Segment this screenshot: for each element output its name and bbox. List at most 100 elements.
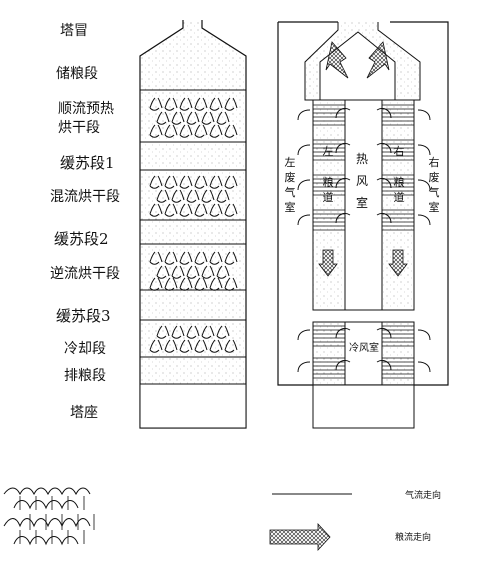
air-duct-icon xyxy=(209,203,223,217)
air-duct-icon xyxy=(194,203,208,217)
airflow-curve xyxy=(376,177,392,189)
airflow-curve xyxy=(297,214,311,226)
air-duct-icon xyxy=(179,203,193,217)
airflow-curve xyxy=(376,327,392,339)
air-duct-icon xyxy=(156,325,170,339)
right-exhaust-chamber-label: 右废气室 xyxy=(428,156,440,214)
air-duct-icon xyxy=(186,265,200,279)
airflow-curve xyxy=(297,361,311,373)
airflow-curve xyxy=(297,109,311,121)
preheat-ducts xyxy=(149,97,238,138)
air-duct-icon xyxy=(149,124,163,138)
air-duct-icon xyxy=(179,251,193,265)
label-co-flow-preheat-line1: 顺流预热 xyxy=(58,101,114,117)
airflow-curve xyxy=(417,144,431,156)
counter-flow-ducts xyxy=(149,251,238,291)
cooling-ducts xyxy=(149,325,238,353)
label-storage: 储粮段 xyxy=(56,66,98,82)
airflow-curve xyxy=(335,107,351,119)
air-duct-icon xyxy=(224,124,238,138)
label-co-flow-preheat-line2: 烘干段 xyxy=(58,120,100,136)
air-duct-icon xyxy=(194,251,208,265)
grain-pile-sample xyxy=(3,487,95,546)
label-counter-flow: 逆流烘干段 xyxy=(50,266,120,282)
airflow-curve xyxy=(417,214,431,226)
air-duct-icon xyxy=(194,339,208,353)
air-duct-icon xyxy=(216,189,230,203)
airflow-curve xyxy=(335,177,351,189)
air-duct-icon xyxy=(179,124,193,138)
airflow-curve xyxy=(417,109,431,121)
airflow-curve xyxy=(417,329,431,341)
airflow-curve xyxy=(335,327,351,339)
airflow-curve xyxy=(297,179,311,191)
left-exhaust-chamber-label: 左废气室 xyxy=(284,156,296,214)
air-duct-icon xyxy=(149,203,163,217)
air-duct-icon xyxy=(224,175,238,189)
airflow-curve xyxy=(376,212,392,224)
air-duct-icon xyxy=(156,111,170,125)
airflow-curve xyxy=(417,179,431,191)
air-duct-icon xyxy=(194,124,208,138)
air-duct-icon xyxy=(209,277,223,291)
air-duct-icon xyxy=(179,175,193,189)
cold-air-chamber-label: 冷风室 xyxy=(349,343,379,354)
legend xyxy=(3,487,352,552)
air-duct-icon xyxy=(224,339,238,353)
grain-inlet-arrow-right xyxy=(366,41,390,79)
air-duct-icon xyxy=(209,251,223,265)
air-duct-icon xyxy=(179,339,193,353)
air-duct-icon xyxy=(164,251,178,265)
air-duct-icon xyxy=(149,339,163,353)
air-duct-icon xyxy=(216,325,230,339)
air-duct-icon xyxy=(156,189,170,203)
air-duct-icon xyxy=(209,175,223,189)
left-grain-channel-marker: 左 xyxy=(322,145,334,158)
air-duct-icon xyxy=(179,97,193,111)
air-duct-icon xyxy=(186,111,200,125)
air-duct-icon xyxy=(216,111,230,125)
label-mixed-flow: 混流烘干段 xyxy=(50,189,120,205)
airflow-curve xyxy=(417,361,431,373)
air-duct-icon xyxy=(171,189,185,203)
grain-inlet-arrow-left xyxy=(325,41,349,79)
air-duct-icon xyxy=(224,203,238,217)
airflow-curve xyxy=(297,144,311,156)
airflow-curve xyxy=(335,212,351,224)
grainflow-legend-arrow xyxy=(269,522,331,552)
air-duct-icon xyxy=(164,277,178,291)
air-duct-icon xyxy=(164,124,178,138)
right-grain-channel-marker: 右 xyxy=(393,145,405,158)
label-base: 塔座 xyxy=(70,405,98,421)
air-duct-icon xyxy=(209,97,223,111)
right-grain-channel-label: 粮道 xyxy=(393,176,405,204)
air-duct-icon xyxy=(224,277,238,291)
air-duct-icon xyxy=(201,111,215,125)
air-duct-icon xyxy=(186,189,200,203)
air-duct-icon xyxy=(209,124,223,138)
air-duct-icon xyxy=(186,325,200,339)
airflow-curve xyxy=(335,142,351,154)
air-duct-icon xyxy=(179,277,193,291)
label-buffer-3: 缓苏段3 xyxy=(56,307,111,325)
label-tower-cap: 塔冒 xyxy=(60,23,88,39)
air-duct-icon xyxy=(149,97,163,111)
left-grain-channel-label: 粮道 xyxy=(322,176,334,204)
air-duct-icon xyxy=(201,189,215,203)
air-duct-icon xyxy=(164,339,178,353)
airflow-curve xyxy=(297,329,311,341)
air-duct-icon xyxy=(201,265,215,279)
airflow-curve xyxy=(376,107,392,119)
label-co-flow-preheat: 顺流预热 烘干段 xyxy=(58,100,114,138)
air-duct-icon xyxy=(164,175,178,189)
right-airflow-ducts xyxy=(297,104,431,379)
air-duct-icon xyxy=(171,111,185,125)
air-duct-icon xyxy=(224,97,238,111)
air-duct-icon xyxy=(194,277,208,291)
airflow-curve xyxy=(376,359,392,371)
air-duct-icon xyxy=(156,265,170,279)
airflow-legend-label: 气流走向 xyxy=(405,491,442,501)
air-duct-icon xyxy=(164,97,178,111)
air-duct-icon xyxy=(149,277,163,291)
